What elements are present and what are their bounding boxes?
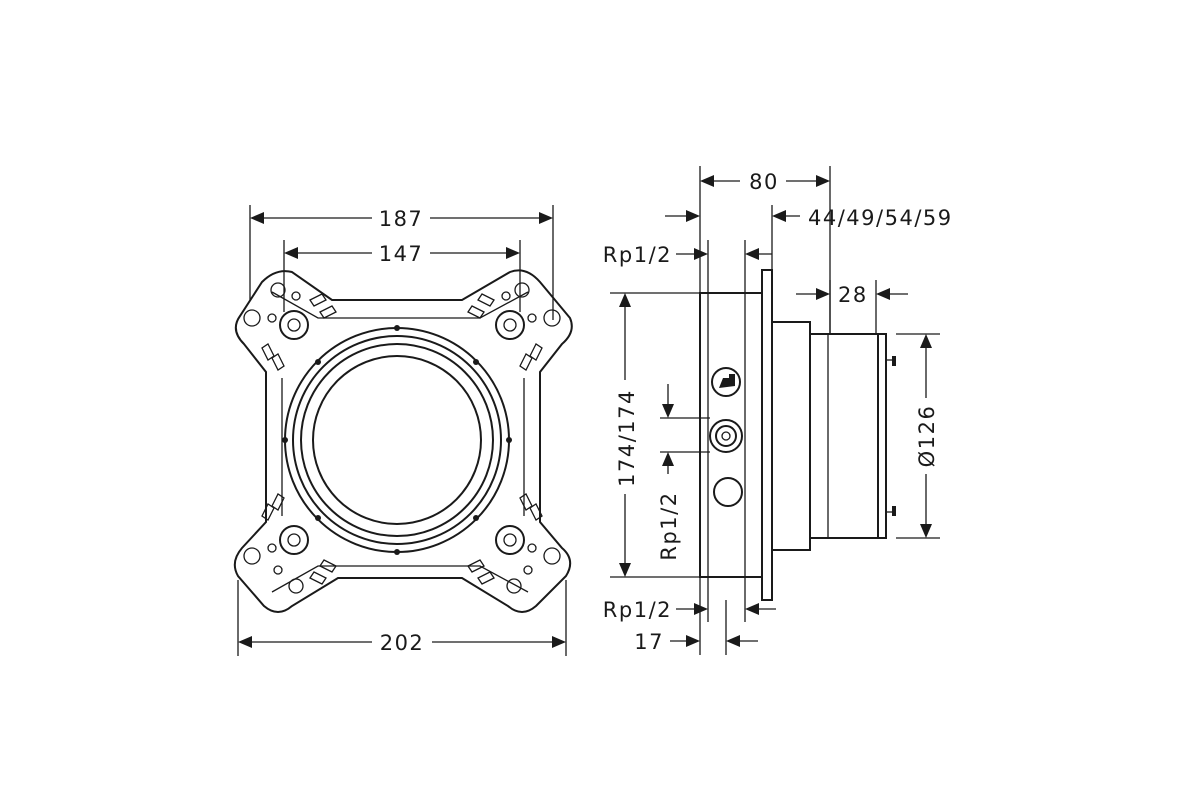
extension-sleeve (809, 333, 887, 539)
dim-label-rp-bottom: Rp1/2 (603, 598, 672, 622)
flange-plate (761, 269, 773, 601)
dim-label-diameter: Ø126 (915, 405, 939, 468)
mounting-plate-inner-outline (271, 291, 529, 593)
corner-boss-top-right (467, 282, 561, 371)
sleeve-lip (877, 333, 887, 539)
dim-label-80: 80 (749, 170, 779, 194)
dim-label-202: 202 (380, 631, 425, 655)
dim-hole-spacing (283, 240, 521, 312)
corner-boss-bottom-right (467, 493, 561, 594)
dim-extension (796, 280, 908, 334)
dim-height (610, 292, 700, 578)
corner-boss-top-left (243, 282, 337, 371)
dim-outer-width (249, 205, 554, 320)
bore (312, 355, 482, 525)
dim-connection-side (660, 384, 710, 474)
port-mixer (709, 419, 743, 453)
side-view: 80 44/49/54/59 Rp1/2 (603, 166, 953, 655)
inner-ring (300, 343, 494, 537)
dim-diameter (896, 333, 940, 539)
ring-notches (282, 325, 512, 555)
dim-connection-top (676, 240, 772, 293)
dim-label-174: 174/174 (615, 389, 639, 487)
dim-connection-bottom (676, 577, 776, 622)
dim-label-17: 17 (634, 630, 664, 654)
dim-label-rp-top: Rp1/2 (603, 243, 672, 267)
dim-base-width (237, 580, 567, 656)
port-hot (711, 367, 741, 397)
dim-offset (670, 577, 758, 655)
port-cold (713, 477, 743, 507)
dim-label-plaster-depth: 44/49/54/59 (808, 206, 953, 230)
dim-label-187: 187 (379, 207, 424, 231)
mounting-plate-outline (233, 269, 573, 613)
ring-step (292, 335, 502, 545)
dim-label-147: 147 (379, 242, 424, 266)
dim-label-28: 28 (838, 283, 868, 307)
corner-boss-bottom-left (243, 493, 337, 594)
front-view: 187 147 202 (233, 205, 573, 656)
sleeve-step (771, 321, 811, 551)
dim-label-rp-side: Rp1/2 (657, 491, 681, 560)
dim-plaster-depth (665, 205, 800, 270)
